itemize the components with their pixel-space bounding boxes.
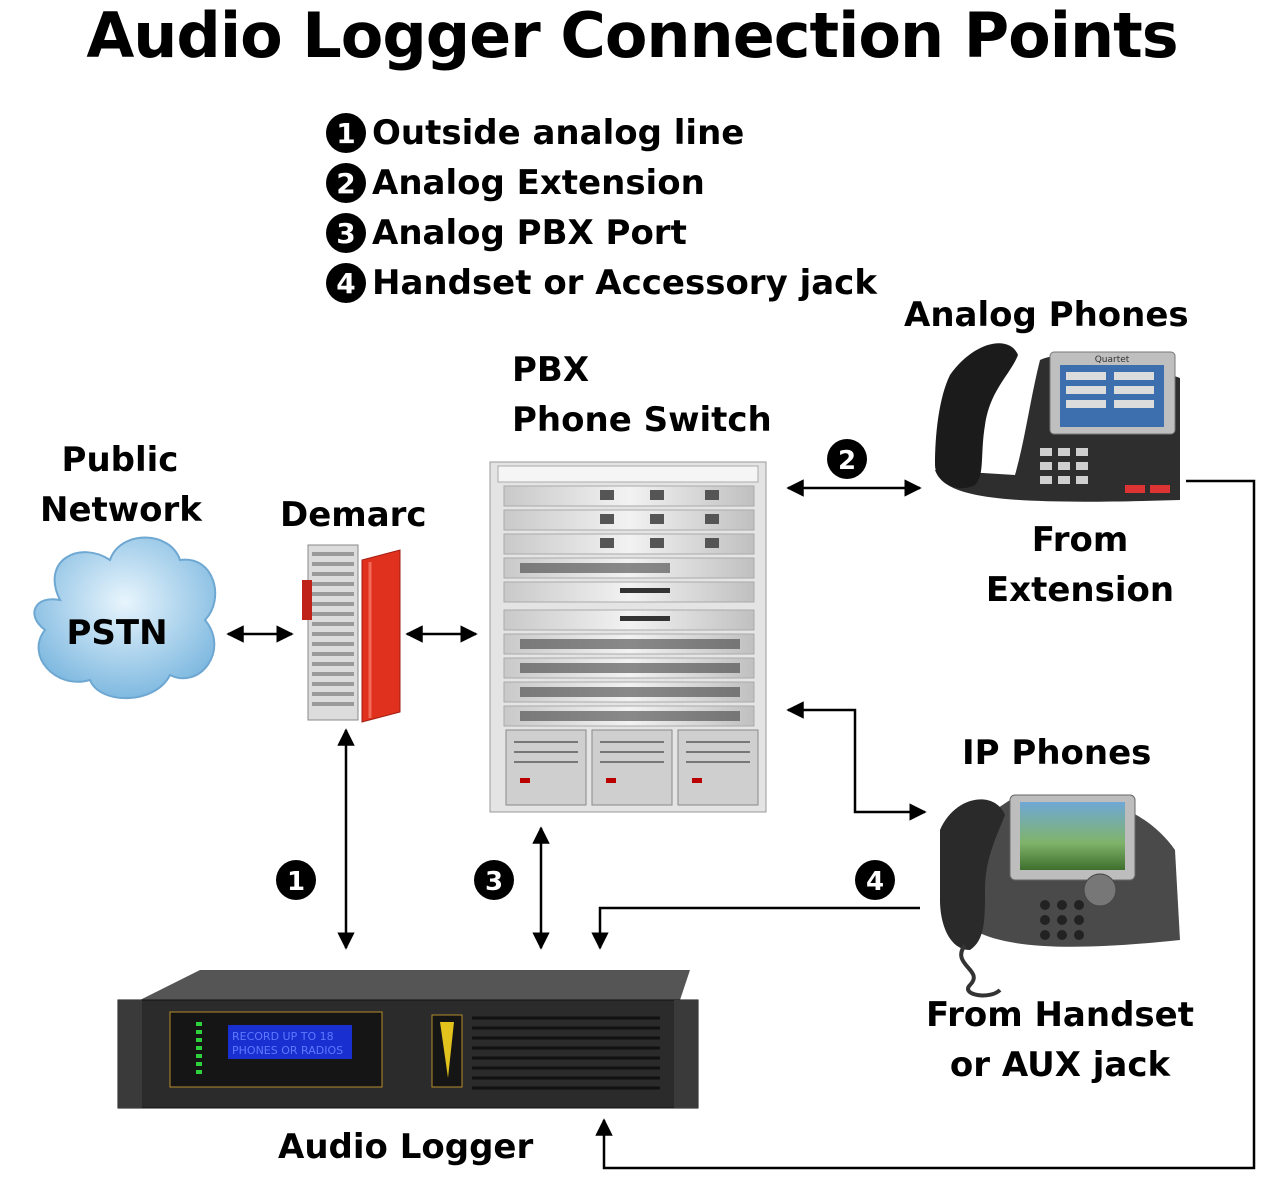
- arrow-pbx-ip-phone: [786, 701, 927, 821]
- legend-label-1: Outside analog line: [372, 113, 745, 153]
- pstn-text: PSTN: [66, 613, 167, 653]
- svg-text:4: 4: [866, 867, 884, 897]
- legend: 1 Outside analog line 2 Analog Extension…: [326, 108, 877, 308]
- audio-logger-label: Audio Logger: [278, 1127, 534, 1167]
- analog-phone-brand: Quartet: [1095, 355, 1130, 365]
- legend-number-2: 2: [326, 163, 366, 203]
- legend-item-3: 3 Analog PBX Port: [326, 208, 877, 258]
- svg-text:1: 1: [287, 867, 305, 897]
- legend-number-1: 1: [326, 113, 366, 153]
- svg-text:2: 2: [838, 446, 856, 476]
- public-network-label: Public Network: [40, 440, 202, 530]
- ip-phones-label: IP Phones: [962, 733, 1152, 773]
- pstn-cloud: PSTN: [33, 536, 217, 700]
- legend-number-3: 3: [326, 213, 366, 253]
- marker-2: 2: [827, 439, 867, 479]
- analog-phones-label: Analog Phones: [904, 295, 1189, 335]
- audio-logger-device: RECORD UP TO 18 PHONES OR RADIOS: [117, 970, 699, 1109]
- marker-1: 1: [276, 860, 316, 900]
- page-title: Audio Logger Connection Points: [86, 0, 1178, 72]
- logger-display-line-2: PHONES OR RADIOS: [232, 1044, 343, 1057]
- legend-number-4: 4: [326, 263, 366, 303]
- pbx-rack: [489, 461, 767, 813]
- svg-text:3: 3: [485, 867, 503, 897]
- marker-4: 4: [855, 860, 895, 900]
- logger-display-line-1: RECORD UP TO 18: [232, 1030, 334, 1043]
- legend-label-3: Analog PBX Port: [372, 213, 687, 253]
- connectors: [226, 479, 1256, 1170]
- legend-item-1: 1 Outside analog line: [326, 108, 877, 158]
- legend-item-4: 4 Handset or Accessory jack: [326, 258, 877, 308]
- analog-phone: Quartet: [935, 343, 1180, 502]
- from-handset-label: From Handset or AUX jack: [926, 995, 1194, 1085]
- legend-item-2: 2 Analog Extension: [326, 158, 877, 208]
- demarc-block: [302, 544, 401, 723]
- pbx-label: PBX Phone Switch: [512, 350, 772, 440]
- legend-label-2: Analog Extension: [372, 163, 705, 203]
- demarc-label: Demarc: [280, 495, 427, 535]
- marker-3: 3: [474, 860, 514, 900]
- arrow-analog-phone-logger: [595, 479, 1256, 1170]
- legend-label-4: Handset or Accessory jack: [372, 263, 877, 303]
- from-extension-label: From Extension: [985, 520, 1175, 610]
- arrow-ip-phone-logger: [591, 906, 920, 950]
- ip-phone: [940, 794, 1180, 998]
